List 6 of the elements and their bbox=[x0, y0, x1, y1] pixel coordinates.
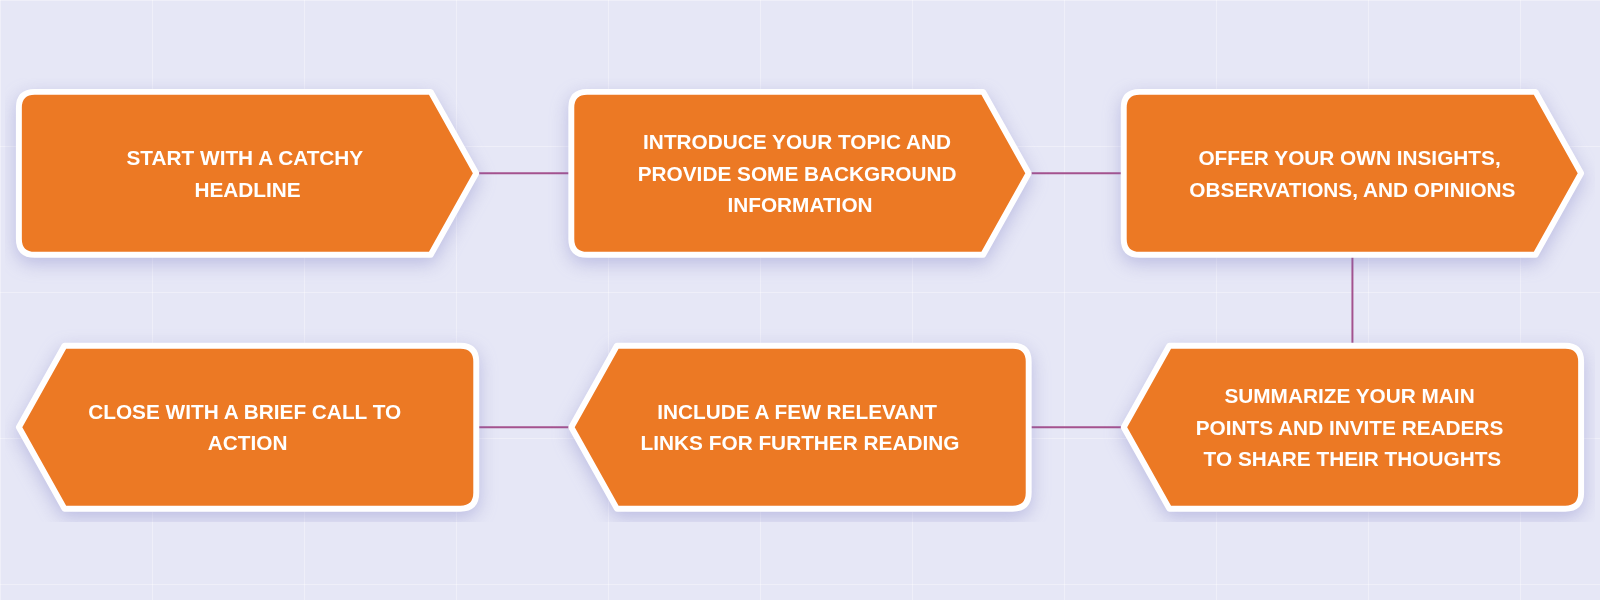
node-box: START WITH A CATCHY HEADLINE bbox=[15, 88, 480, 258]
node-box: INCLUDE A FEW RELEVANT LINKS FOR FURTHER READING bbox=[568, 342, 1032, 512]
node-box: CLOSE WITH A BRIEF CALL TO ACTION bbox=[15, 342, 480, 512]
node-box: SUMMARIZE YOUR MAIN POINTS AND INVITE READERS TO SHARE THEIR THOUGHTS bbox=[1120, 342, 1585, 512]
node-box: INTRODUCE YOUR TOPIC AND PROVIDE SOME BACKGROUND INFORMATION bbox=[568, 88, 1032, 258]
node-box: OFFER YOUR OWN INSIGHTS, OBSERVATIONS, AND OPINIONS bbox=[1120, 88, 1585, 258]
